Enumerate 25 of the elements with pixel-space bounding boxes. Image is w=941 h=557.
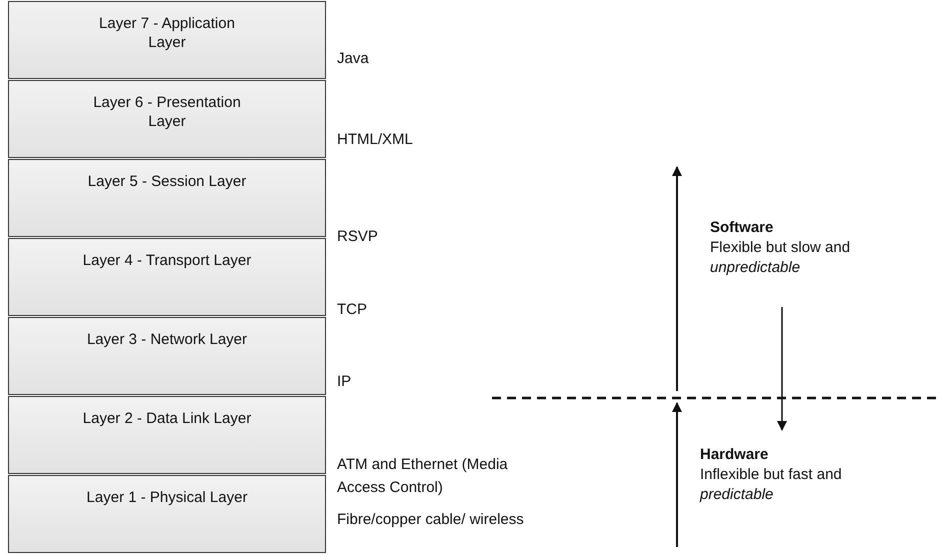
layer-name: Layer 2 - Data Link Layer <box>82 409 252 429</box>
description-text: Inflexible but fast and predictable <box>700 465 843 505</box>
protocol-text: Fibre/copper cable/ wireless <box>337 510 525 530</box>
protocol-text: RSVP <box>337 227 379 247</box>
layer-name: Layer 5 - Session Layer <box>86 172 248 192</box>
description-text: Flexible but slow and unpredictable <box>710 238 852 278</box>
layer-name: Layer 7 - Application Layer <box>98 14 236 53</box>
layer-name: Layer 4 - Transport Layer <box>82 251 252 271</box>
layer-box <box>8 238 326 316</box>
layer-box <box>8 80 326 158</box>
layer-box <box>8 317 326 395</box>
layer-box <box>8 1 326 79</box>
protocol-text: IP <box>337 372 352 392</box>
heading-text: Hardware <box>700 445 770 465</box>
protocol-text: TCP <box>337 300 368 320</box>
layer-name: Layer 6 - Presentation Layer <box>92 93 242 132</box>
layer-box <box>8 396 326 474</box>
heading-text: Software <box>710 218 774 238</box>
protocol-text: ATM and Ethernet (Media Access Control) <box>337 455 509 498</box>
protocol-text: Java <box>337 49 370 69</box>
protocol-text: HTML/XML <box>337 130 414 150</box>
layer-name: Layer 1 - Physical Layer <box>86 488 248 508</box>
layer-box <box>8 475 326 553</box>
layer-name: Layer 3 - Network Layer <box>86 330 248 350</box>
layer-box <box>8 159 326 237</box>
